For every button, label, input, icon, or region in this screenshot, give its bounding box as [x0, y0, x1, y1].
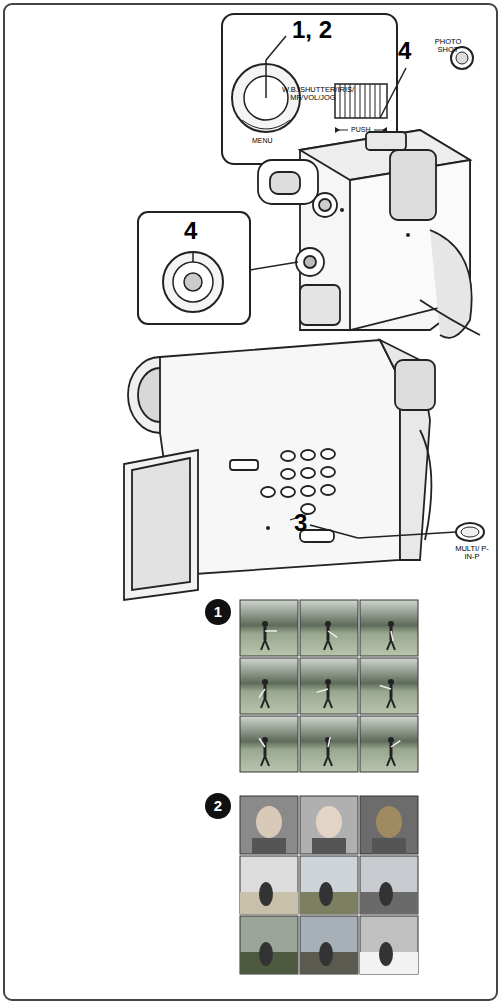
circled-number: 1 [214, 604, 222, 621]
button-name: PHOTO SHOT [432, 38, 464, 55]
callout-number: 4 [398, 38, 411, 64]
callout-number: 3 [294, 510, 307, 536]
button-name: PUSH [351, 126, 370, 134]
callout-number: 4 [184, 218, 197, 244]
control-name: W.B./SHUTTER/IRIS/ MF/VOL/JOG [282, 86, 344, 103]
circled-number: 2 [214, 798, 222, 815]
button-name: MENU [252, 137, 273, 145]
callout-number: 1, 2 [292, 17, 332, 43]
button-name: MULTI/ P-IN-P [452, 545, 492, 562]
